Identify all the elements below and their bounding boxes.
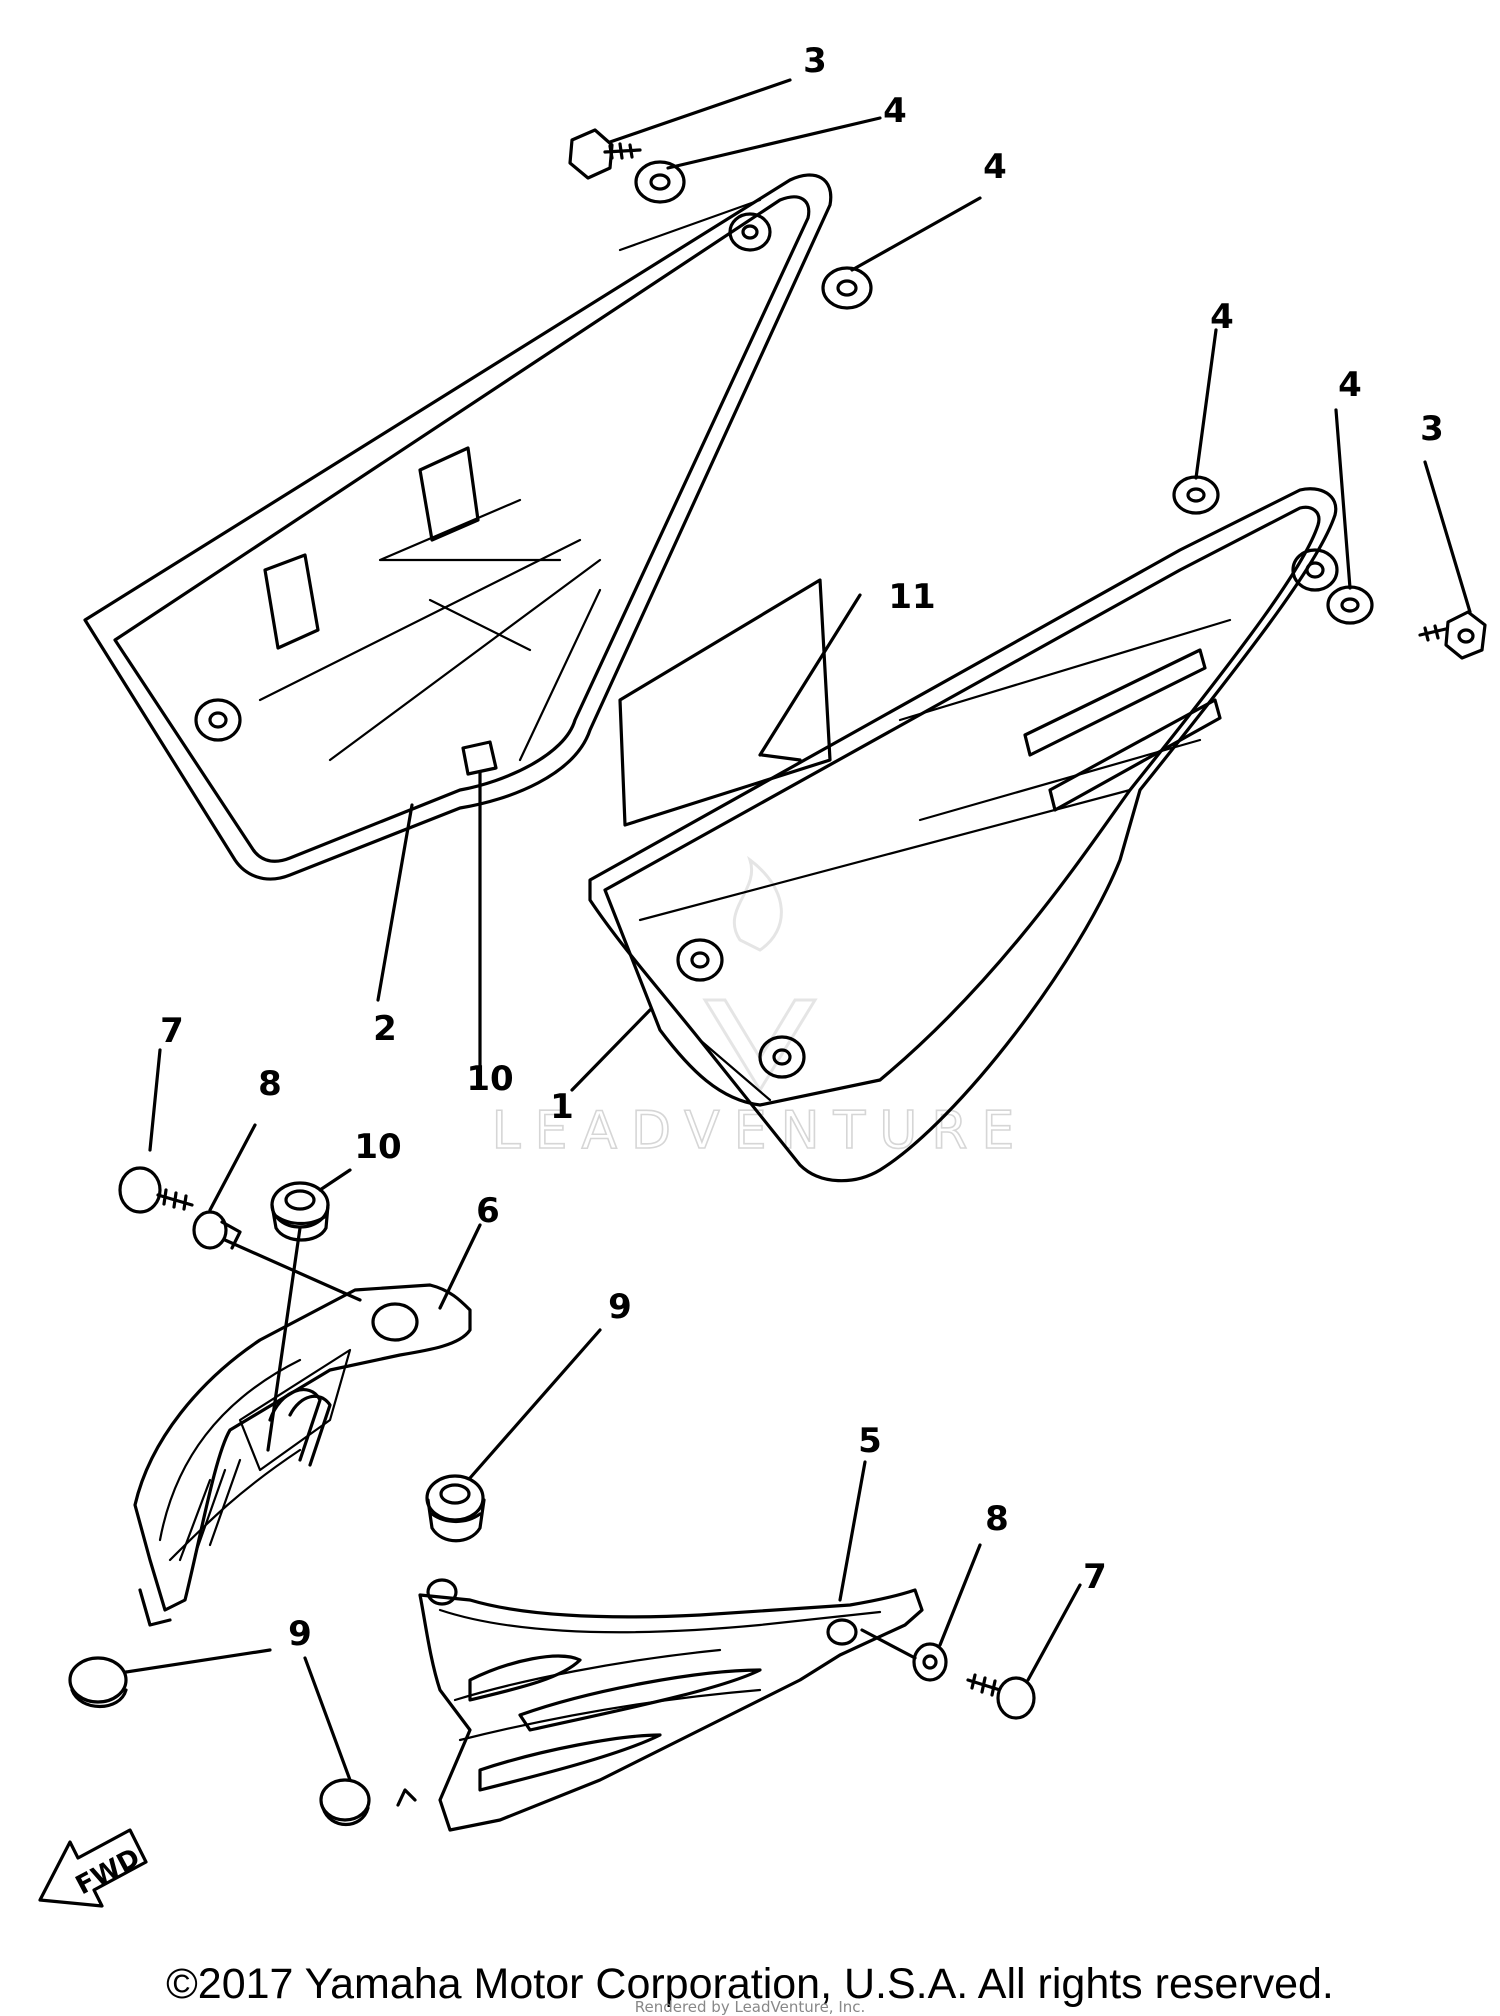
- callout-2: 2: [373, 1009, 397, 1049]
- callout-1: 1: [550, 1087, 574, 1127]
- part-1-side-cover-right: [588, 487, 1339, 1183]
- part-4-washer-1: [634, 160, 686, 204]
- callout-4-top: 4: [883, 91, 907, 131]
- part-11-label: [618, 578, 832, 827]
- part-7-screw-left: [118, 1166, 194, 1214]
- callout-3-top: 3: [803, 41, 827, 81]
- callout-8-right: 8: [985, 1499, 1009, 1539]
- part-8-collar-right: [912, 1642, 948, 1682]
- part-5-bracket-right: [396, 1578, 924, 1832]
- part-4-washer-3: [1172, 475, 1220, 515]
- part-9-grommet-left-b: [319, 1778, 371, 1826]
- callout-8-left: 8: [258, 1064, 282, 1104]
- part-4-washer-4: [1326, 585, 1374, 625]
- part-10-grommet-left: [270, 1181, 330, 1242]
- copyright-notice: ©2017 Yamaha Motor Corporation, U.S.A. A…: [166, 1960, 1334, 2008]
- part-6-bracket-left: [133, 1283, 472, 1627]
- part-10-pad: [461, 740, 498, 776]
- callout-7-left: 7: [160, 1011, 184, 1051]
- part-7-screw-right: [966, 1673, 1036, 1720]
- part-4-washer-2: [821, 266, 873, 310]
- callout-4-mid: 4: [1210, 297, 1234, 337]
- callout-10-left: 10: [354, 1127, 401, 1167]
- part-2-side-cover-left: [83, 173, 833, 881]
- callout-9-left: 9: [288, 1614, 312, 1654]
- callout-4-right: 4: [1338, 365, 1362, 405]
- callout-11: 11: [888, 577, 935, 617]
- callout-6: 6: [476, 1191, 500, 1231]
- part-3-screw-top: [568, 128, 642, 180]
- callout-4-upper: 4: [983, 147, 1007, 187]
- callout-10-top: 10: [466, 1059, 513, 1099]
- callout-7-right: 7: [1083, 1557, 1107, 1597]
- part-9-grommet-right: [425, 1474, 486, 1543]
- callout-9-mid: 9: [608, 1287, 632, 1327]
- fwd-label: FWD: [71, 1843, 145, 1901]
- fwd-arrow-icon: FWD: [38, 1828, 148, 1908]
- part-3-screw-right: [1418, 610, 1487, 660]
- part-9-grommet-left-a: [68, 1656, 128, 1709]
- callout-5: 5: [858, 1421, 882, 1461]
- rendered-by-credit: Rendered by LeadVenture, Inc.: [634, 1998, 866, 2016]
- callout-3-right: 3: [1420, 409, 1444, 449]
- leader-lines: [124, 78, 1472, 1782]
